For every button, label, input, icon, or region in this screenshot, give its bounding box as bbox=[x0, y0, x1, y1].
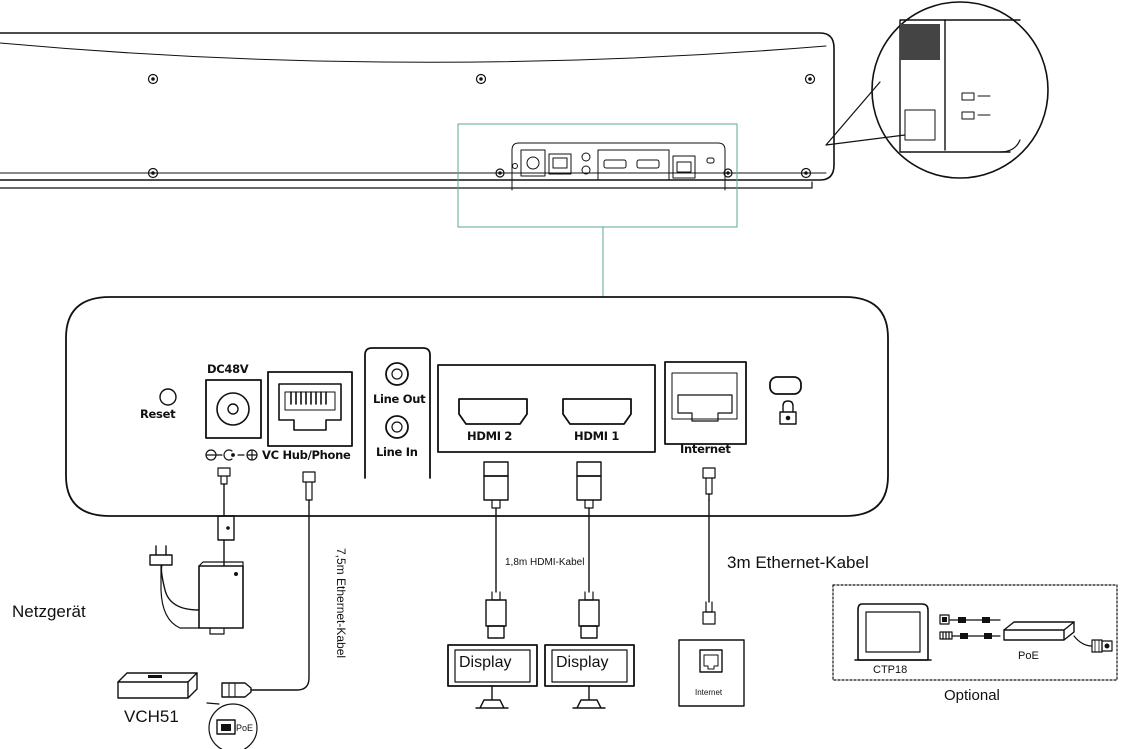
ctp18-cables bbox=[939, 614, 1001, 640]
vch-ethernet-cable bbox=[221, 471, 316, 698]
optional-caption: Optional bbox=[944, 687, 1000, 704]
optional-box bbox=[832, 584, 1118, 681]
hdmi-cable-2 bbox=[576, 461, 602, 639]
hdmi1-label: HDMI 1 bbox=[574, 429, 620, 443]
hdmi-cable-1 bbox=[483, 461, 509, 639]
internet-cable bbox=[702, 467, 716, 625]
display-1 bbox=[447, 644, 538, 709]
audio-ports bbox=[364, 347, 431, 479]
display-2-label: Display bbox=[556, 654, 609, 671]
line-out-label: Line Out bbox=[373, 392, 426, 406]
port-panel-small bbox=[511, 142, 726, 191]
power-supply-label: Netzgerät bbox=[12, 602, 86, 621]
reset-label: Reset bbox=[140, 407, 176, 421]
hdmi-cable-label: 1,8m HDMI-Kabel bbox=[505, 557, 585, 568]
reset-button bbox=[159, 388, 177, 406]
hdmi2-label: HDMI 2 bbox=[467, 429, 513, 443]
ctp18-device bbox=[854, 603, 932, 661]
vch51-label: VCH51 bbox=[124, 707, 179, 726]
wall-internet-label: Internet bbox=[695, 688, 723, 697]
internet-port-label: Internet bbox=[680, 442, 731, 456]
vc-hub-label: VC Hub/Phone bbox=[262, 448, 351, 462]
power-supply bbox=[149, 545, 244, 635]
power-cable bbox=[217, 467, 235, 567]
ctp18-label: CTP18 bbox=[873, 664, 908, 676]
ethernet-long-label: 7,5m Ethernet-Kabel bbox=[334, 548, 348, 659]
vc-hub-port bbox=[267, 371, 353, 447]
highlight-box bbox=[457, 123, 738, 298]
lock-slot bbox=[769, 376, 802, 425]
dc-label: DC48V bbox=[207, 362, 249, 376]
ethernet-short-label: 3m Ethernet-Kabel bbox=[727, 553, 869, 572]
internet-port bbox=[664, 361, 747, 445]
display-1-label: Display bbox=[459, 654, 512, 671]
zoom-detail bbox=[825, 1, 1049, 179]
poe-badge-label: PoE bbox=[236, 723, 254, 733]
device-rear-body bbox=[0, 32, 835, 191]
vch51-device bbox=[117, 672, 258, 749]
display-2 bbox=[544, 644, 635, 709]
line-in-label: Line In bbox=[376, 445, 418, 459]
port-panel bbox=[65, 296, 889, 517]
poe-injector bbox=[1003, 621, 1113, 653]
hdmi-ports bbox=[437, 364, 656, 453]
dc-jack bbox=[205, 379, 262, 461]
poe-label: PoE bbox=[1018, 650, 1039, 662]
wall-internet-jack bbox=[678, 639, 745, 707]
